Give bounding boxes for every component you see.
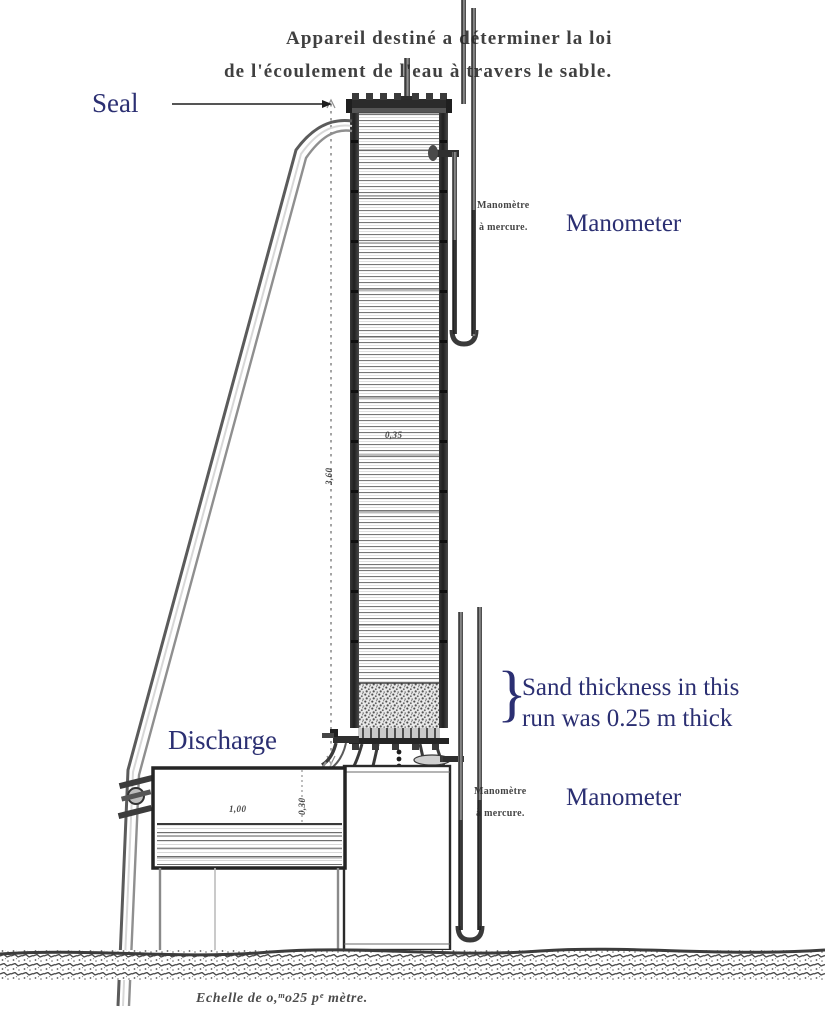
dimension-label-tank-width: 1,00 [229,804,247,814]
column-top-flange [346,93,452,113]
dimension-label-column-height: 3,60 [324,467,334,485]
seal-leader-line [172,100,332,108]
sand-layer [350,682,448,728]
manometer-riser-tube [400,0,466,104]
manometer-top-note-line-2: à mercure. [479,222,528,233]
column-pedestal-base [342,764,452,952]
manometer-top-note-line-1: Manomètre [477,200,530,211]
manometer-top-utube [428,8,479,347]
inlet-pipe-stopcock[interactable] [117,774,154,820]
inlet-supply-pipe [116,118,353,1007]
manometer-bottom-utube [443,607,485,943]
curly-brace-icon: } [497,660,527,728]
manometer-bottom-note-line-2: à mercure. [476,808,525,819]
annotation-sand-thickness: Sand thickness in this run was 0.25 m th… [522,674,740,732]
figure-scale-caption: Echelle de o,ᵐo25 pᵉ mètre. [196,991,368,1006]
discharge-tank [151,766,347,952]
annotation-manometer-top: Manometer [566,210,682,237]
annotation-seal: Seal [92,88,139,118]
annotation-manometer-bottom: Manometer [566,784,682,811]
dimension-label-column-inner: 0,35 [385,430,403,440]
leader-arrow-icon [322,100,332,108]
annotation-discharge: Discharge [168,725,277,755]
dimension-label-tank-depth: 0,30 [297,797,307,815]
figure-title-line-1: Appareil destiné a déterminer la loi [286,28,613,49]
sand-column-body [350,112,448,684]
figure-title-line-2: de l'écoulement de l'eau à travers le sa… [224,61,613,82]
ground-line [0,947,825,980]
manometer-bottom-note-line-1: Manomètre [474,786,527,797]
dimension-line-column-height [326,98,336,766]
